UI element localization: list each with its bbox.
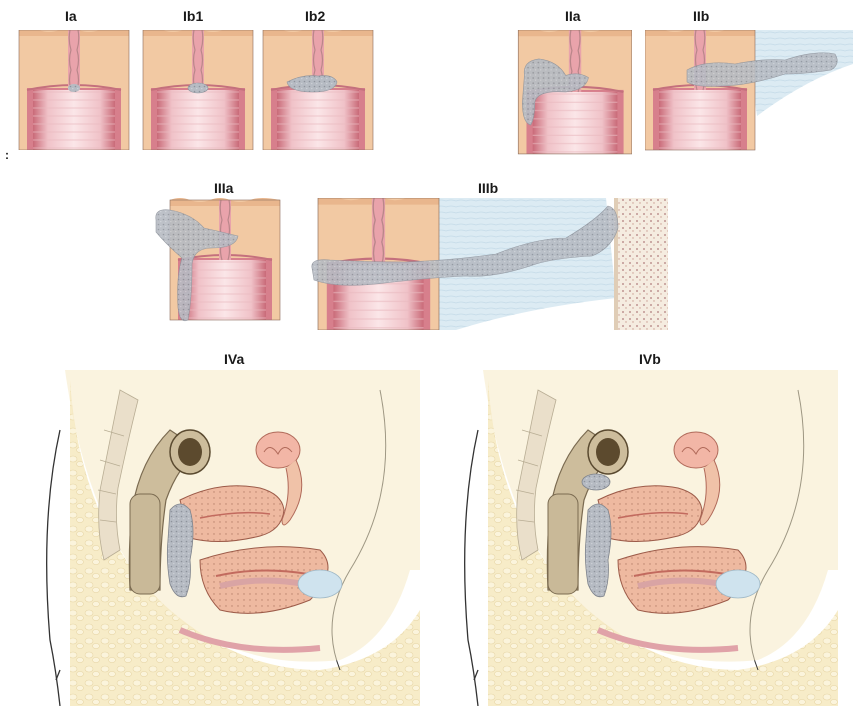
pelvic-sidewall-bone (614, 198, 668, 330)
label-stage-ib2: Ib2 (305, 8, 325, 24)
label-stage-iva: IVa (224, 351, 244, 367)
tumor-lesion (188, 83, 208, 93)
label-stage-ivb: IVb (639, 351, 661, 367)
label-stage-ib1: Ib1 (183, 8, 203, 24)
panel-stage-ib1 (142, 30, 254, 150)
tumor-lesion (68, 84, 80, 92)
label-stage-iia: IIa (565, 8, 581, 24)
panel-stage-ia (18, 30, 130, 150)
uterus (180, 486, 284, 542)
label-stage-ia: Ia (65, 8, 77, 24)
cervix-diagram-ib1 (142, 30, 254, 150)
distant-metastasis (582, 474, 610, 490)
cervix-diagram-iiia (152, 198, 284, 330)
uterus (598, 486, 702, 542)
panel-stage-iib (645, 30, 853, 156)
panel-stage-iia (516, 30, 632, 156)
panel-stage-iva (20, 370, 420, 706)
pubic-symphysis (298, 570, 342, 598)
panel-stage-iiib (306, 198, 678, 330)
panel-stage-ib2 (262, 30, 374, 150)
cervix-diagram-iiib (306, 198, 678, 330)
panel-stage-iiia (152, 198, 284, 330)
sagittal-pelvis-iva (20, 370, 420, 706)
body-outline-back (47, 430, 60, 706)
sagittal-pelvis-ivb (438, 370, 838, 706)
cervix-diagram-ia (18, 30, 130, 150)
stray-mark: : (5, 148, 9, 162)
label-stage-iiib: IIIb (478, 180, 498, 196)
label-stage-iiia: IIIa (214, 180, 233, 196)
body-outline-back (465, 430, 478, 706)
panel-stage-ivb (438, 370, 838, 706)
cervix-diagram-ib2 (262, 30, 374, 150)
cervix-diagram-iib (645, 30, 853, 156)
label-stage-iib: IIb (693, 8, 709, 24)
cervix-diagram-iia (516, 30, 632, 156)
tumor-lesion (167, 504, 193, 597)
pubic-symphysis (716, 570, 760, 598)
tumor-lesion (585, 504, 611, 597)
